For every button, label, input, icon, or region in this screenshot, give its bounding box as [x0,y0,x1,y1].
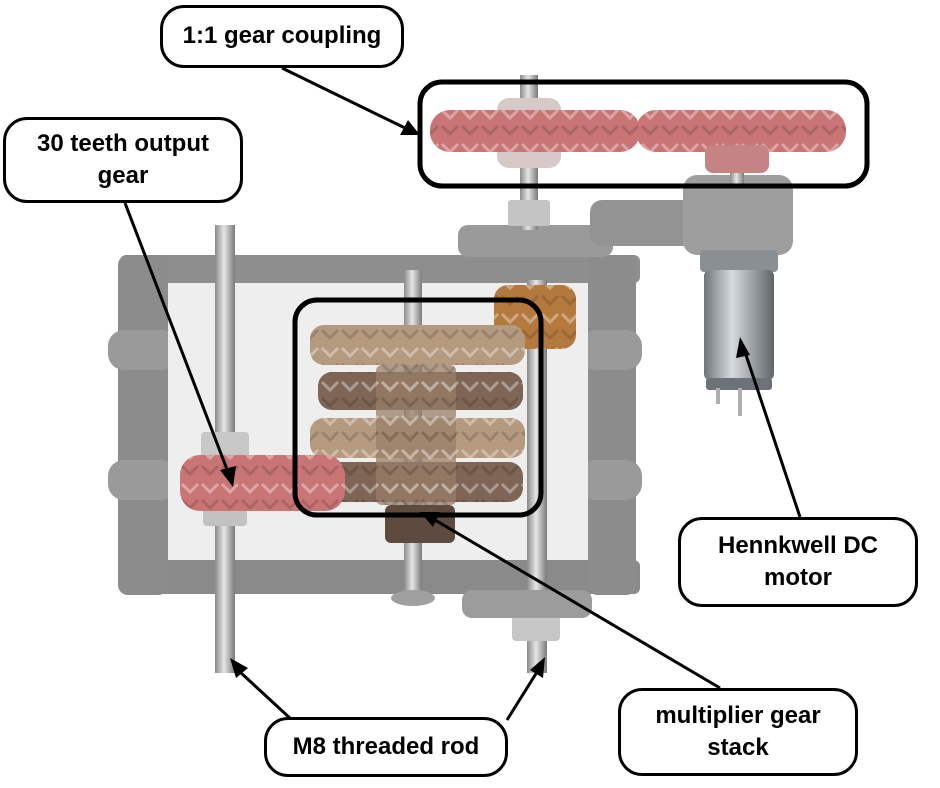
arrow-coupling [281,66,406,130]
frame-right-post [588,255,636,595]
motor-mount [458,175,793,416]
output-gear-teeth [180,455,345,511]
arrow-motor [743,351,802,518]
label-multiplier-stack: multiplier gear stack [618,688,858,776]
stack-gear-1-teeth [310,325,525,365]
label-output-gear: 30 teeth output gear [3,117,243,203]
stack-pinion-teeth [376,365,456,505]
label-dc-motor: Hennkwell DC motor [678,517,918,607]
frame-left-post [118,255,168,595]
center-rod-washer [391,590,435,606]
motor-bracket [683,175,793,255]
frame-right-boss-upper [580,330,642,370]
motor-terminal-left [716,388,720,404]
label-multiplier-stack-text: multiplier gear stack [655,701,821,761]
arrow-rod-right [505,671,539,721]
leader-arrows [123,66,802,722]
stack-highlight-box [292,297,544,518]
label-threaded-rod-text: M8 threaded rod [292,732,480,760]
coupling-shaft-nut [508,200,550,226]
label-output-gear-text: 30 teeth output gear [37,129,209,189]
nut-right-bottom [512,615,560,641]
coupling-highlight-box [417,79,870,189]
output-gear [180,455,345,511]
motor-arm [590,200,700,246]
bottom-bearing-plate [462,590,592,618]
label-gear-coupling: 1:1 gear coupling [160,5,404,68]
arrow-output-gear [123,202,230,473]
arrow-rod-left-head [230,658,248,678]
frame-bottom-bar [120,560,640,594]
motor-terminal-right [738,388,742,416]
label-gear-coupling-text: 1:1 gear coupling [182,22,382,50]
coupling-gears [430,110,846,173]
label-dc-motor-text: Hennkwell DC motor [717,531,879,591]
coupling-hub-right [705,145,769,173]
arrow-rod-right-head [530,657,545,678]
motor-can [704,270,774,380]
arrow-stack [434,518,721,690]
arrow-motor-head [736,337,750,358]
frame-left-boss-upper [108,330,178,370]
coupling-gear-right-teeth [636,110,846,152]
frame-left-boss-lower [108,460,178,500]
frame-top-bar [120,255,640,283]
motor-collar [700,250,778,272]
arrow-output-gear-head [220,466,236,487]
nut-left [201,432,249,460]
arrow-coupling-head [400,120,420,135]
arrow-stack-head [420,512,440,527]
coupling-gear-left-teeth [430,110,640,152]
frame-right-boss-lower [580,460,642,500]
arrow-rod-left [238,670,294,722]
label-threaded-rod: M8 threaded rod [264,717,508,777]
upper-bearing-plate [458,225,613,257]
